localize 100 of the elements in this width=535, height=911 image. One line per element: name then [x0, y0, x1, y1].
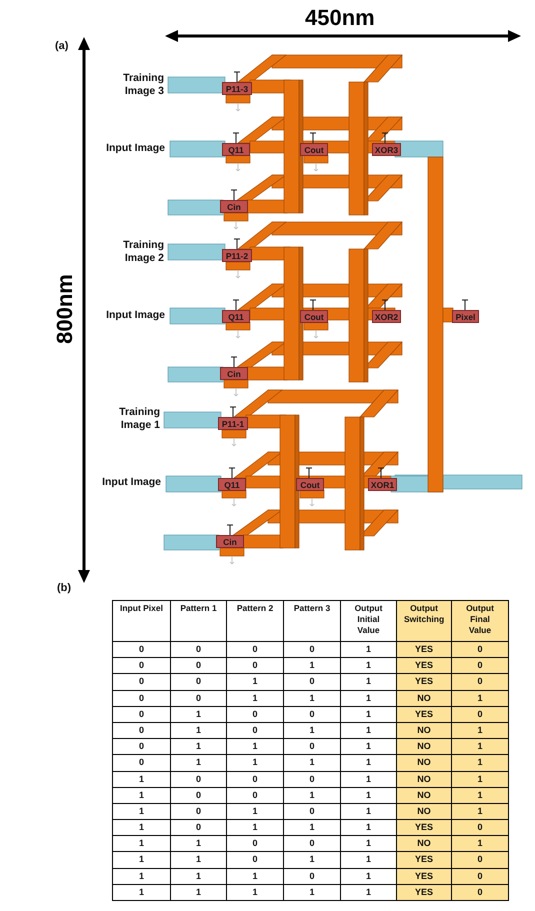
table-cell: 1: [113, 836, 170, 852]
table-cell: 0: [171, 772, 226, 787]
table-cell: 1: [171, 722, 226, 738]
gate-pad: Cin: [216, 535, 244, 548]
column-header: Pattern 2: [227, 601, 283, 641]
table-cell: 1: [113, 804, 170, 820]
table-cell: 0: [113, 690, 170, 706]
column-header: Output Final Value: [452, 601, 508, 641]
table-cell: 1: [452, 690, 508, 706]
column-header: Pattern 1: [171, 601, 226, 641]
table-cell: 1: [452, 755, 508, 770]
table-cell: 0: [284, 674, 340, 690]
input-label: Input Image: [105, 309, 165, 322]
table-cell: YES: [397, 868, 451, 884]
table-cell: NO: [397, 722, 451, 738]
input-label: Training Image 3: [122, 72, 164, 98]
table-cell: NO: [397, 739, 451, 754]
table-cell: 1: [341, 820, 396, 836]
table-cell: 0: [171, 642, 226, 658]
table-cell: 1: [227, 739, 283, 754]
table-cell: 1: [227, 820, 283, 836]
table-cell: NO: [397, 772, 451, 787]
table-cell: YES: [397, 658, 451, 674]
table-cell: 0: [284, 868, 340, 884]
table-cell: NO: [397, 788, 451, 803]
gate-pad: Q11: [222, 310, 250, 323]
table-cell: 1: [227, 690, 283, 706]
table-cell: 0: [113, 658, 170, 674]
table-cell: 1: [452, 836, 508, 852]
table-cell: 0: [284, 836, 340, 852]
table-cell: 1: [341, 755, 396, 770]
gate-pad: Pixel: [452, 310, 479, 323]
table-cell: 1: [171, 706, 226, 722]
table-cell: 1: [171, 884, 226, 900]
table-cell: 1: [113, 868, 170, 884]
gate-pad: Cin: [220, 200, 248, 213]
table-cell: 0: [171, 674, 226, 690]
table-cell: 1: [227, 868, 283, 884]
gate-pad: Q11: [222, 143, 250, 156]
table-cell: 0: [227, 706, 283, 722]
table-cell: 1: [341, 739, 396, 754]
table-cell: 1: [284, 852, 340, 868]
table-cell: 0: [452, 852, 508, 868]
table-cell: 1: [227, 884, 283, 900]
table-cell: 1: [452, 722, 508, 738]
table-cell: 0: [113, 722, 170, 738]
table-cell: 0: [284, 739, 340, 754]
table-cell: 1: [284, 722, 340, 738]
table-cell: 0: [284, 772, 340, 787]
table-cell: 1: [284, 788, 340, 803]
table-cell: 0: [113, 674, 170, 690]
table-cell: 0: [227, 852, 283, 868]
gate-pad: Q11: [218, 478, 246, 491]
table-cell: 0: [113, 706, 170, 722]
table-cell: 0: [171, 658, 226, 674]
gate-pad: XOR1: [368, 478, 397, 491]
table-cell: 1: [341, 642, 396, 658]
input-label: Training Image 2: [122, 239, 164, 265]
table-cell: 0: [227, 658, 283, 674]
table-cell: 0: [171, 788, 226, 803]
table-cell: 1: [284, 658, 340, 674]
table-cell: 0: [227, 772, 283, 787]
table-cell: 0: [171, 820, 226, 836]
table-cell: 1: [341, 674, 396, 690]
table-cell: 1: [227, 755, 283, 770]
table-cell: 1: [452, 804, 508, 820]
table-cell: YES: [397, 642, 451, 658]
table-cell: 0: [452, 674, 508, 690]
table-cell: 0: [452, 820, 508, 836]
table-cell: 0: [452, 658, 508, 674]
table-cell: 1: [341, 836, 396, 852]
input-label: Input Image: [105, 142, 165, 155]
table-cell: 1: [284, 884, 340, 900]
gate-pad: Cout: [296, 478, 324, 491]
panel-label: (a): [55, 40, 68, 52]
input-label: Input Image: [101, 476, 161, 489]
table-cell: 1: [452, 788, 508, 803]
input-label: Training Image 1: [118, 406, 160, 432]
table-cell: YES: [397, 820, 451, 836]
table-cell: NO: [397, 690, 451, 706]
gate-pad: XOR3: [372, 143, 401, 156]
table-cell: 0: [113, 642, 170, 658]
table-cell: 1: [171, 836, 226, 852]
table-cell: YES: [397, 884, 451, 900]
table-cell: YES: [397, 706, 451, 722]
table-cell: NO: [397, 836, 451, 852]
table-cell: 1: [284, 755, 340, 770]
table-cell: 0: [171, 690, 226, 706]
column-header: Output Initial Value: [341, 601, 396, 641]
table-cell: 1: [113, 820, 170, 836]
table-cell: 0: [113, 755, 170, 770]
table-cell: NO: [397, 755, 451, 770]
table-cell: 1: [171, 755, 226, 770]
table-cell: 0: [284, 706, 340, 722]
table-cell: 1: [341, 804, 396, 820]
table-cell: 1: [113, 852, 170, 868]
table-cell: 1: [113, 772, 170, 787]
gate-pad: XOR2: [372, 310, 401, 323]
table-cell: NO: [397, 804, 451, 820]
table-cell: 1: [113, 884, 170, 900]
